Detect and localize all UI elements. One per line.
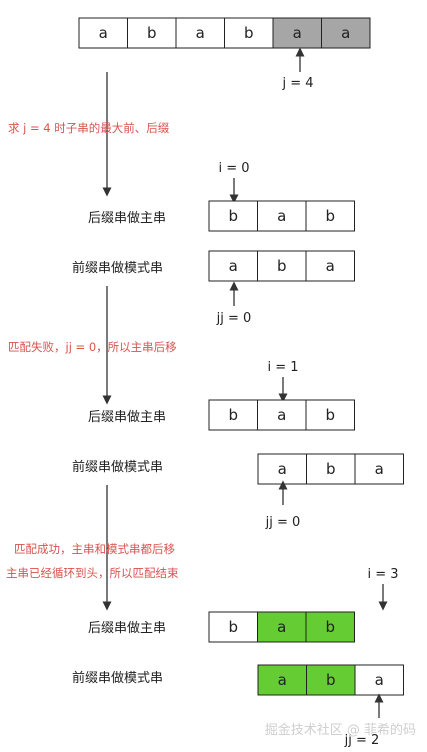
char-cell-box (257, 664, 307, 696)
round3-pattern-label: 前缀串做模式串 (72, 670, 163, 686)
round3-i-label: i = 3 (367, 567, 398, 582)
char-cell-text: a (293, 24, 302, 42)
char-cell-text: a (277, 406, 286, 424)
char-cell-text: b (228, 406, 238, 424)
char-cell-box (175, 17, 225, 49)
char-cell-box (208, 250, 258, 282)
watermark: 掘金技术社区 @ 菲希的码 (265, 722, 416, 738)
char-cell-text: a (277, 618, 286, 636)
char-cell-text: a (341, 24, 350, 42)
step-note-3b: 主串已经循环到头，所以匹配结束 (6, 566, 179, 580)
char-cell-text: a (277, 207, 286, 225)
char-cell-box (208, 611, 258, 643)
round3-jj-label: jj = 2 (344, 733, 380, 748)
round1-jj-label: jj = 0 (216, 311, 252, 326)
char-cell-text: a (326, 257, 335, 275)
char-cell-box (306, 453, 356, 485)
char-cell-box (306, 664, 356, 696)
j-pointer-label: j = 4 (281, 76, 313, 91)
char-cell-box (78, 17, 128, 49)
char-cell-text: b (326, 460, 336, 478)
char-cell-text: a (278, 671, 287, 689)
round2-jj-label: jj = 0 (265, 515, 301, 530)
char-cell-text: b (325, 618, 335, 636)
char-cell-box (208, 399, 258, 431)
round1-main-label: 后缀串做主串 (88, 211, 166, 226)
char-cell-text: a (196, 24, 205, 42)
char-cell-text: a (375, 460, 384, 478)
round1-pattern-label: 前缀串做模式串 (72, 260, 163, 276)
round2-i-label: i = 1 (267, 360, 298, 375)
char-cell-text: b (244, 24, 254, 42)
char-cell-box (305, 250, 355, 282)
step-note-1: 求 j = 4 时子串的最大前、后缀 (8, 121, 170, 135)
char-cell-text: b (325, 207, 335, 225)
char-cell-text: a (375, 671, 384, 689)
char-cell-text: b (325, 406, 335, 424)
char-cell-box (257, 399, 307, 431)
char-cell-text: b (228, 207, 238, 225)
char-cell-text: a (229, 257, 238, 275)
step-note-2: 匹配失败，jj = 0，所以主串后移 (8, 340, 177, 354)
char-cell-box (305, 200, 355, 232)
step-note-3a: 匹配成功，主串和模式串都后移 (14, 542, 175, 556)
char-cell-box (257, 250, 307, 282)
char-cell-text: b (228, 618, 238, 636)
char-cell-box (354, 453, 404, 485)
char-cell-box (305, 611, 355, 643)
round1-i-label: i = 0 (218, 161, 249, 176)
round2-main-label: 后缀串做主串 (88, 410, 166, 425)
char-cell-text: a (278, 460, 287, 478)
char-cell-box (305, 399, 355, 431)
char-cell-box (257, 200, 307, 232)
char-cell-box (321, 17, 371, 49)
char-cell-text: b (147, 24, 157, 42)
round2-pattern-label: 前缀串做模式串 (72, 459, 163, 475)
char-cell-text: a (99, 24, 108, 42)
char-cell-text: b (277, 257, 287, 275)
char-cell-box (354, 664, 404, 696)
char-cell-text: b (326, 671, 336, 689)
round3-main-label: 后缀串做主串 (88, 621, 166, 636)
char-cell-box (127, 17, 177, 49)
